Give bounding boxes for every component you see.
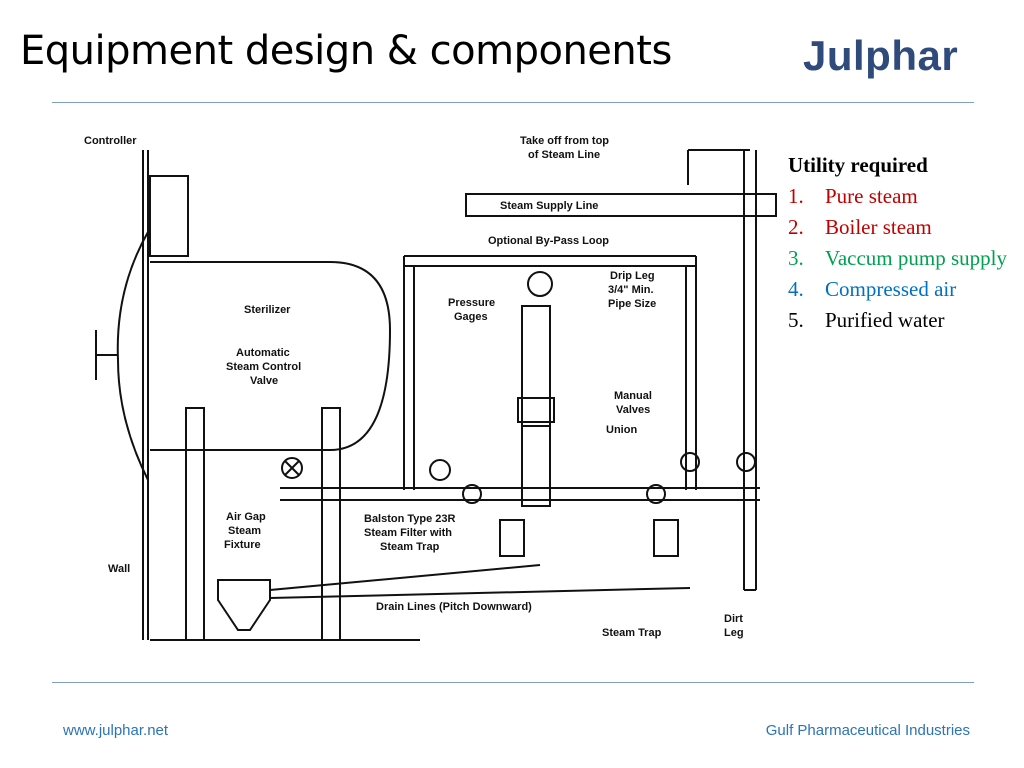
controller-box: [149, 175, 189, 257]
pressure-gauge: [527, 271, 553, 297]
manual-valve: [680, 452, 700, 472]
label-controller: Controller: [84, 135, 137, 147]
label-steam-supply-line: Steam Supply Line: [500, 200, 598, 212]
label-drip-leg: Pipe Size: [608, 298, 656, 310]
manual-valve: [646, 484, 666, 504]
footer-company: Gulf Pharmaceutical Industries: [765, 722, 970, 739]
sterilizer-leg: [185, 407, 205, 641]
label-dirt-leg: Leg: [724, 627, 744, 639]
label-air-gap: Steam: [228, 525, 261, 537]
manual-valve: [462, 484, 482, 504]
steam-trap: [499, 519, 525, 557]
auto-steam-valve: [281, 457, 303, 479]
utility-item: 2.Boiler steam: [788, 215, 932, 239]
steam-trap: [653, 519, 679, 557]
label-manual-valves: Manual: [614, 390, 652, 402]
label-air-gap: Air Gap: [226, 511, 266, 523]
label-steam-trap: Steam Trap: [602, 627, 662, 639]
label-automatic-valve: Automatic: [236, 347, 290, 359]
drain-line: [269, 564, 541, 591]
label-union: Union: [606, 424, 637, 436]
julphar-logo: Julphar: [803, 32, 959, 79]
label-manual-valves: Valves: [616, 404, 650, 416]
utility-item: 3.Vaccum pump supply: [788, 246, 1007, 270]
label-steam-filter: Steam Trap: [380, 541, 440, 553]
utility-heading: Utility required: [788, 153, 928, 177]
sterilizer-leg: [321, 407, 341, 641]
steam-filter-housing: [521, 305, 551, 427]
label-pressure-gages: Pressure: [448, 297, 495, 309]
utility-item: 1.Pure steam: [788, 184, 918, 208]
label-automatic-valve: Steam Control: [226, 361, 301, 373]
label-automatic-valve: Valve: [250, 375, 278, 387]
footer-website[interactable]: www.julphar.net: [63, 722, 169, 739]
label-steam-filter: Balston Type 23R: [364, 513, 456, 525]
label-dirt-leg: Dirt: [724, 613, 743, 625]
footer-divider: [52, 682, 974, 683]
label-take-off: of Steam Line: [528, 149, 600, 161]
sterilizer-vessel: [150, 261, 392, 451]
label-wall: Wall: [108, 563, 130, 575]
steam-supply-line: [465, 193, 777, 217]
air-gap-fixture: [217, 579, 271, 631]
utility-list: Utility required 1.Pure steam 2.Boiler s…: [788, 150, 1008, 336]
slide-title: Equipment design & components: [20, 28, 672, 74]
drain-line: [269, 587, 691, 599]
label-drain-lines: Drain Lines (Pitch Downward): [376, 601, 532, 613]
label-bypass-loop: Optional By-Pass Loop: [488, 235, 609, 247]
label-steam-filter: Steam Filter with: [364, 527, 452, 539]
label-drip-leg: Drip Leg: [610, 270, 655, 282]
sterilizer-door: [116, 231, 149, 481]
label-sterilizer: Sterilizer: [244, 304, 291, 316]
label-drip-leg: 3/4" Min.: [608, 284, 654, 296]
label-take-off: Take off from top: [520, 135, 609, 147]
pressure-gauge: [429, 459, 451, 481]
utility-item: 4.Compressed air: [788, 277, 957, 301]
label-air-gap: Fixture: [224, 539, 261, 551]
label-pressure-gages: Gages: [454, 311, 488, 323]
header-divider: [52, 102, 974, 103]
manual-valve: [736, 452, 756, 472]
utility-item: 5.Purified water: [788, 308, 945, 332]
